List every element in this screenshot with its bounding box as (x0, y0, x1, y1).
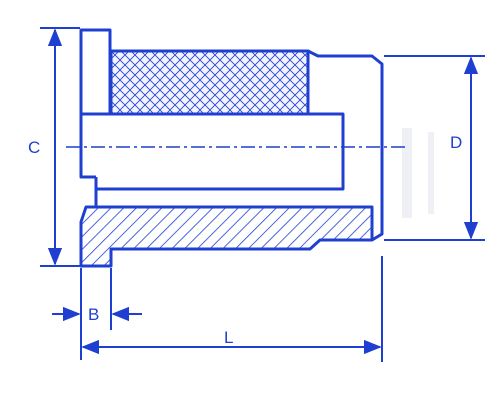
bore (94, 112, 345, 191)
dimension-c-label: C (28, 138, 40, 157)
dimension-b (52, 268, 142, 360)
dimension-b-label: B (88, 305, 99, 324)
dimension-c (40, 27, 80, 267)
hatched-wall-section (79, 205, 374, 268)
dimension-l-label: L (224, 328, 233, 347)
upper-contour (79, 114, 96, 179)
dimension-d (384, 55, 485, 241)
dimension-l (81, 256, 383, 362)
background-artifacts (402, 128, 434, 218)
knurled-section (109, 49, 310, 116)
part-body (79, 28, 384, 268)
dimension-d-label: D (450, 133, 462, 152)
shank-top-contour (307, 49, 384, 242)
flange-top (79, 28, 112, 116)
